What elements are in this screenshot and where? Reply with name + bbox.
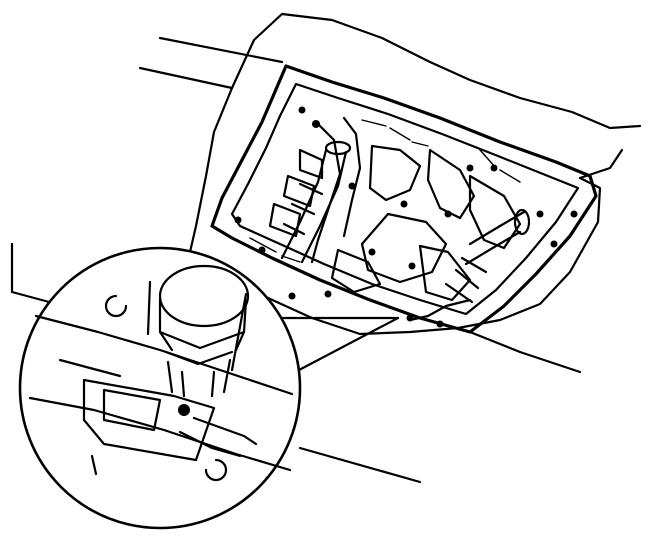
frame-rails — [10, 36, 582, 484]
detail-magnifier — [18, 246, 302, 530]
bolts — [234, 106, 578, 328]
valve-body — [249, 116, 522, 302]
solenoid-cylinders — [280, 140, 531, 322]
pan-flange — [210, 64, 598, 334]
